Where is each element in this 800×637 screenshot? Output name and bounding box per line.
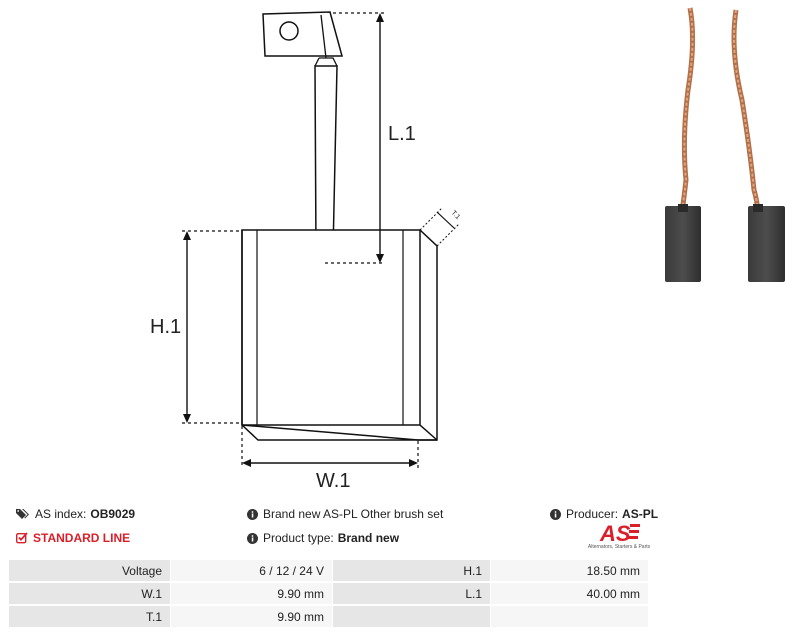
spec-value: 9.90 mm [170, 581, 333, 606]
logo-tagline: Alternators, Starters & Parts [587, 544, 651, 550]
description: Brand new AS-PL Other brush set [247, 507, 443, 521]
product-type-label: Product type: [263, 531, 334, 545]
spec-label: T.1 [8, 604, 171, 629]
product-type: Product type: Brand new [247, 531, 399, 545]
info-icon [247, 508, 258, 520]
spec-label: W.1 [8, 581, 171, 606]
producer: Producer: AS-PL [550, 507, 658, 521]
checkbox-icon [16, 532, 28, 544]
as-index-value: OB9029 [90, 507, 136, 521]
table-row: T.1 9.90 mm [8, 604, 649, 629]
table-row: W.1 9.90 mm L.1 40.00 mm [8, 581, 649, 606]
spec-value: 18.50 mm [490, 559, 649, 583]
dim-label-w1: W.1 [316, 470, 350, 492]
spec-label: L.1 [332, 581, 491, 606]
producer-label: Producer: [566, 507, 619, 521]
spec-value: 6 / 12 / 24 V [170, 559, 333, 583]
line-label: STANDARD LINE [33, 531, 131, 545]
info-icon [247, 532, 258, 544]
table-row: Voltage 6 / 12 / 24 V H.1 18.50 mm [8, 559, 649, 583]
spec-label: Voltage [8, 559, 171, 583]
as-index: AS index: OB9029 [16, 507, 135, 521]
logo-mark: AS [599, 521, 640, 546]
spec-label: H.1 [332, 559, 491, 583]
dim-label-l1: L.1 [388, 123, 416, 145]
description-text: Brand new AS-PL Other brush set [263, 507, 444, 521]
as-index-label: AS index: [35, 507, 87, 521]
spec-value: 9.90 mm [170, 604, 333, 629]
producer-value: AS-PL [622, 507, 659, 521]
spec-label [332, 604, 491, 629]
info-icon [550, 508, 561, 520]
brush-technical-drawing: L.1 H.1 W.1 T.1 [150, 11, 462, 492]
specs-table: Voltage 6 / 12 / 24 V H.1 18.50 mm W.1 9… [8, 559, 649, 629]
line-badge: STANDARD LINE [16, 531, 130, 545]
spec-value [490, 604, 649, 629]
dim-label-t1: T.1 [450, 209, 462, 221]
brush-photo[interactable] [650, 0, 800, 300]
product-info: AS index: OB9029 STANDARD LINE Brand new… [0, 500, 800, 560]
product-type-value: Brand new [337, 531, 400, 545]
tags-icon [16, 509, 29, 519]
logo-text: AS [599, 521, 631, 545]
as-pl-logo: AS Alternators, Starters & Parts [586, 521, 652, 555]
dim-label-h1: H.1 [150, 316, 181, 338]
spec-value: 40.00 mm [490, 581, 649, 606]
